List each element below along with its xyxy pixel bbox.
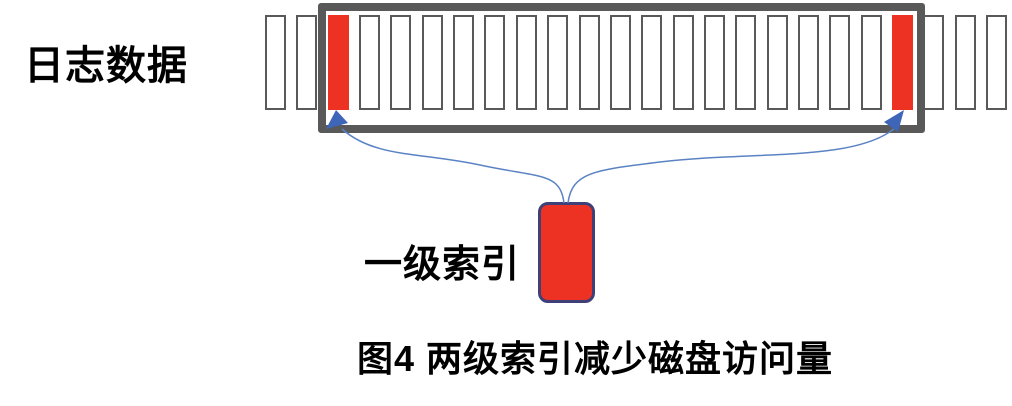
data-block [798, 15, 819, 110]
data-block [359, 15, 380, 110]
data-block [861, 15, 882, 110]
data-block [265, 15, 286, 110]
first-level-index-box [538, 202, 595, 303]
data-block [829, 15, 850, 110]
data-block [767, 15, 788, 110]
indexed-segment-frame [318, 3, 925, 133]
data-block [704, 15, 725, 110]
log-data-label: 日志数据 [24, 44, 188, 88]
data-block [390, 15, 411, 110]
data-block [610, 15, 631, 110]
data-block [516, 15, 537, 110]
data-block [422, 15, 443, 110]
data-block [579, 15, 600, 110]
data-block [641, 15, 662, 110]
data-block [453, 15, 474, 110]
highlighted-index-block [892, 15, 913, 110]
disk-blocks-row [0, 0, 1012, 140]
figure-caption: 图4 两级索引减少磁盘访问量 [356, 338, 834, 379]
data-block [986, 15, 1007, 110]
data-block [955, 15, 976, 110]
data-block [735, 15, 756, 110]
data-block [923, 15, 944, 110]
left-connector-line [341, 128, 565, 204]
data-block [673, 15, 694, 110]
data-block [296, 15, 317, 110]
highlighted-index-block [328, 15, 349, 110]
first-level-index-label: 一级索引 [364, 244, 521, 286]
data-block [547, 15, 568, 110]
data-block [484, 15, 505, 110]
